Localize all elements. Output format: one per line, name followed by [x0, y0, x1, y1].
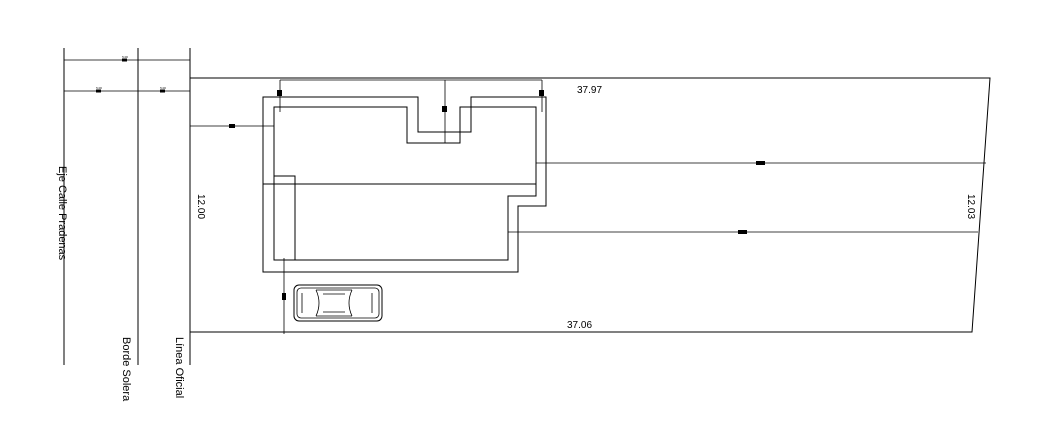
curb-edge-label: Borde Solera [120, 337, 132, 402]
offset-upper-label: 5.00 [122, 55, 128, 59]
street-axis-label: Eje Calle Pradenas [56, 166, 68, 261]
left-depth-label: 12.00 [195, 194, 206, 219]
car-icon [293, 284, 383, 322]
offset-dimension-lower: 5.00 5.00 [64, 86, 190, 93]
property-line-label: Línea Oficial [173, 337, 185, 398]
setback-dimension-left [190, 124, 274, 128]
garage-outline [274, 175, 296, 260]
offset-lower-left-label: 5.00 [96, 86, 102, 90]
rear-setback-lower [508, 230, 978, 234]
lot-boundary [189, 77, 991, 333]
bottom-length-label: 37.06 [567, 320, 592, 331]
rear-setback-upper [536, 161, 986, 165]
offset-dimension-upper: 5.00 [64, 55, 190, 62]
garage-setback-dimension [282, 258, 286, 334]
offset-lower-right-label: 5.00 [160, 86, 166, 90]
building-outer-outline [262, 96, 547, 273]
building-inner-outline [273, 106, 537, 261]
right-depth-label: 12.03 [965, 194, 976, 219]
building-top-dimension [277, 79, 544, 143]
top-length-label: 37.97 [577, 85, 602, 96]
